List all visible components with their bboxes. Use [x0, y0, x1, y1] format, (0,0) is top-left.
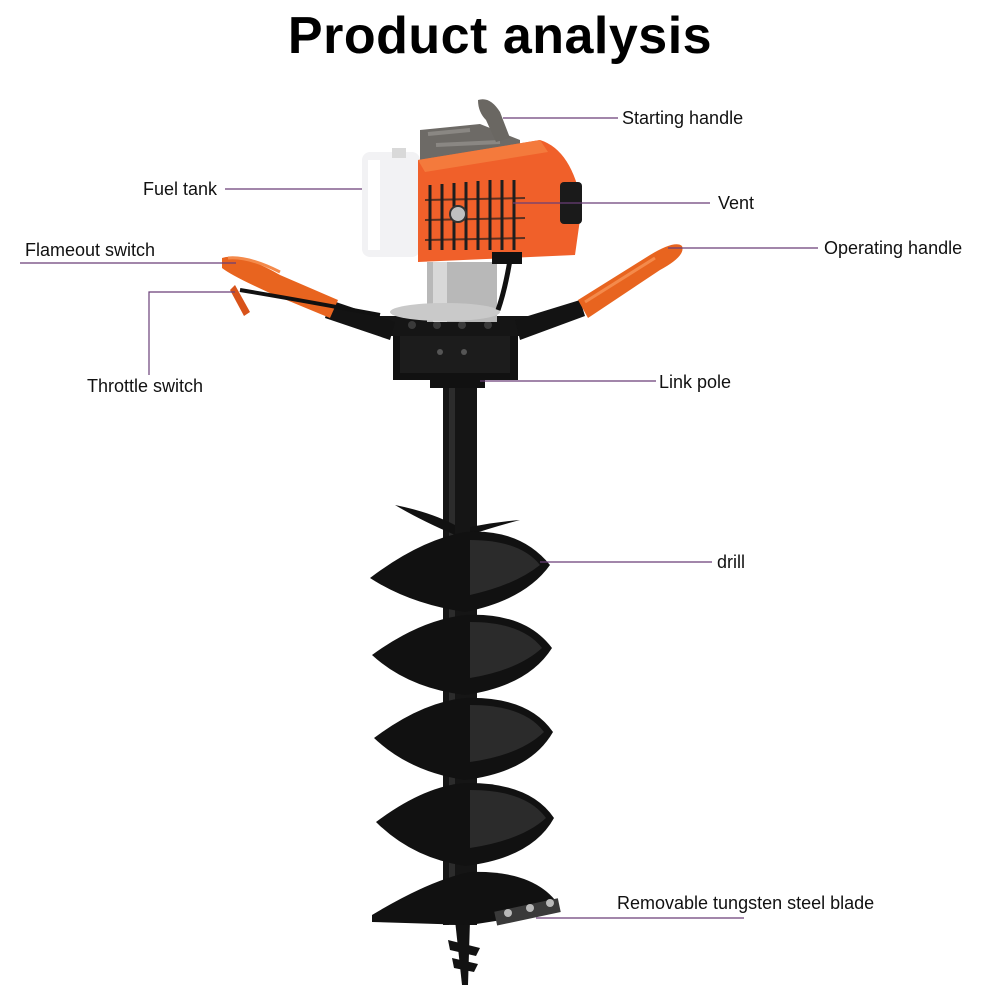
starting-handle-grip [478, 99, 510, 142]
label-operating-handle: Operating handle [824, 238, 963, 258]
label-link-pole: Link pole [659, 372, 732, 392]
label-fuel-tank: Fuel tank [143, 179, 218, 199]
right-handle-arm [515, 244, 683, 340]
tungsten-blade [494, 898, 561, 926]
link-pole-block [378, 316, 528, 388]
page-title: Product analysis [287, 7, 713, 65]
label-tungsten-blade: Removable tungsten steel blade [617, 893, 875, 913]
label-flameout-switch: Flameout switch [25, 240, 156, 260]
leader-lines [20, 117, 818, 919]
leader-throttle [148, 291, 235, 375]
label-throttle-switch: Throttle switch [87, 376, 204, 396]
engine-housing [418, 140, 582, 264]
drill-tip [448, 920, 480, 985]
label-vent: Vent [718, 193, 755, 213]
label-drill: drill [717, 552, 746, 572]
fuel-tank-shape [362, 148, 420, 257]
left-handle-arm [222, 256, 395, 340]
label-starting-handle: Starting handle [622, 108, 744, 128]
